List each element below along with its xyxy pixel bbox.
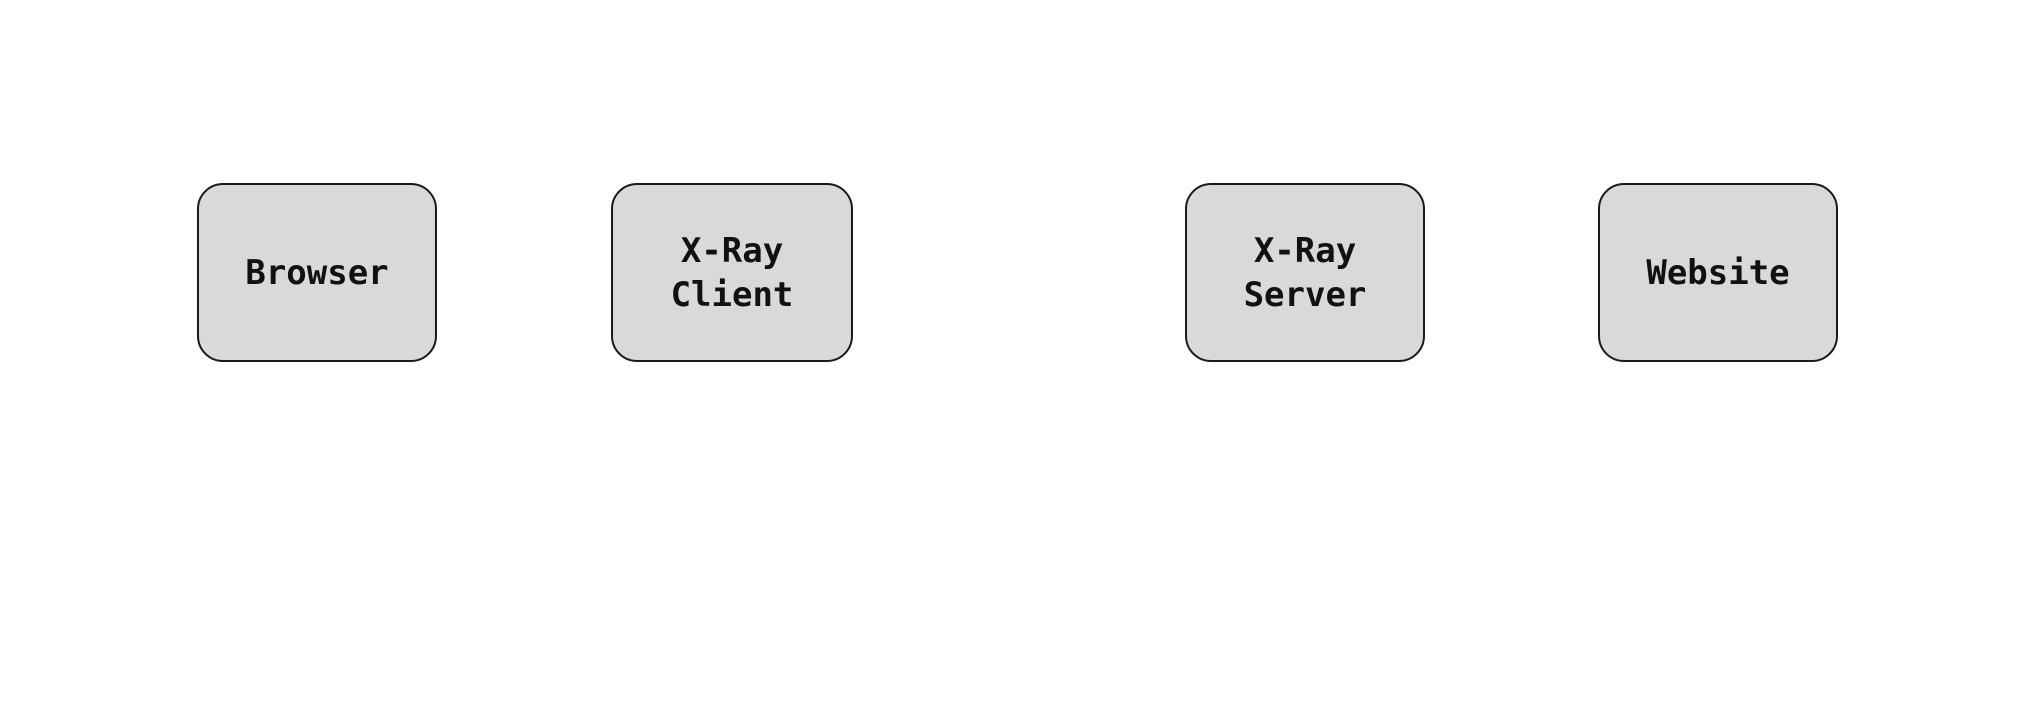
node-xray-client-label: X-Ray Client bbox=[670, 230, 794, 315]
node-website: Website bbox=[1598, 183, 1838, 362]
node-browser-label: Browser bbox=[245, 252, 389, 293]
node-website-label: Website bbox=[1646, 252, 1790, 293]
node-xray-server: X-Ray Server bbox=[1185, 183, 1425, 362]
node-xray-server-label: X-Ray Server bbox=[1243, 230, 1367, 315]
node-browser: Browser bbox=[197, 183, 437, 362]
node-xray-client: X-Ray Client bbox=[611, 183, 853, 362]
